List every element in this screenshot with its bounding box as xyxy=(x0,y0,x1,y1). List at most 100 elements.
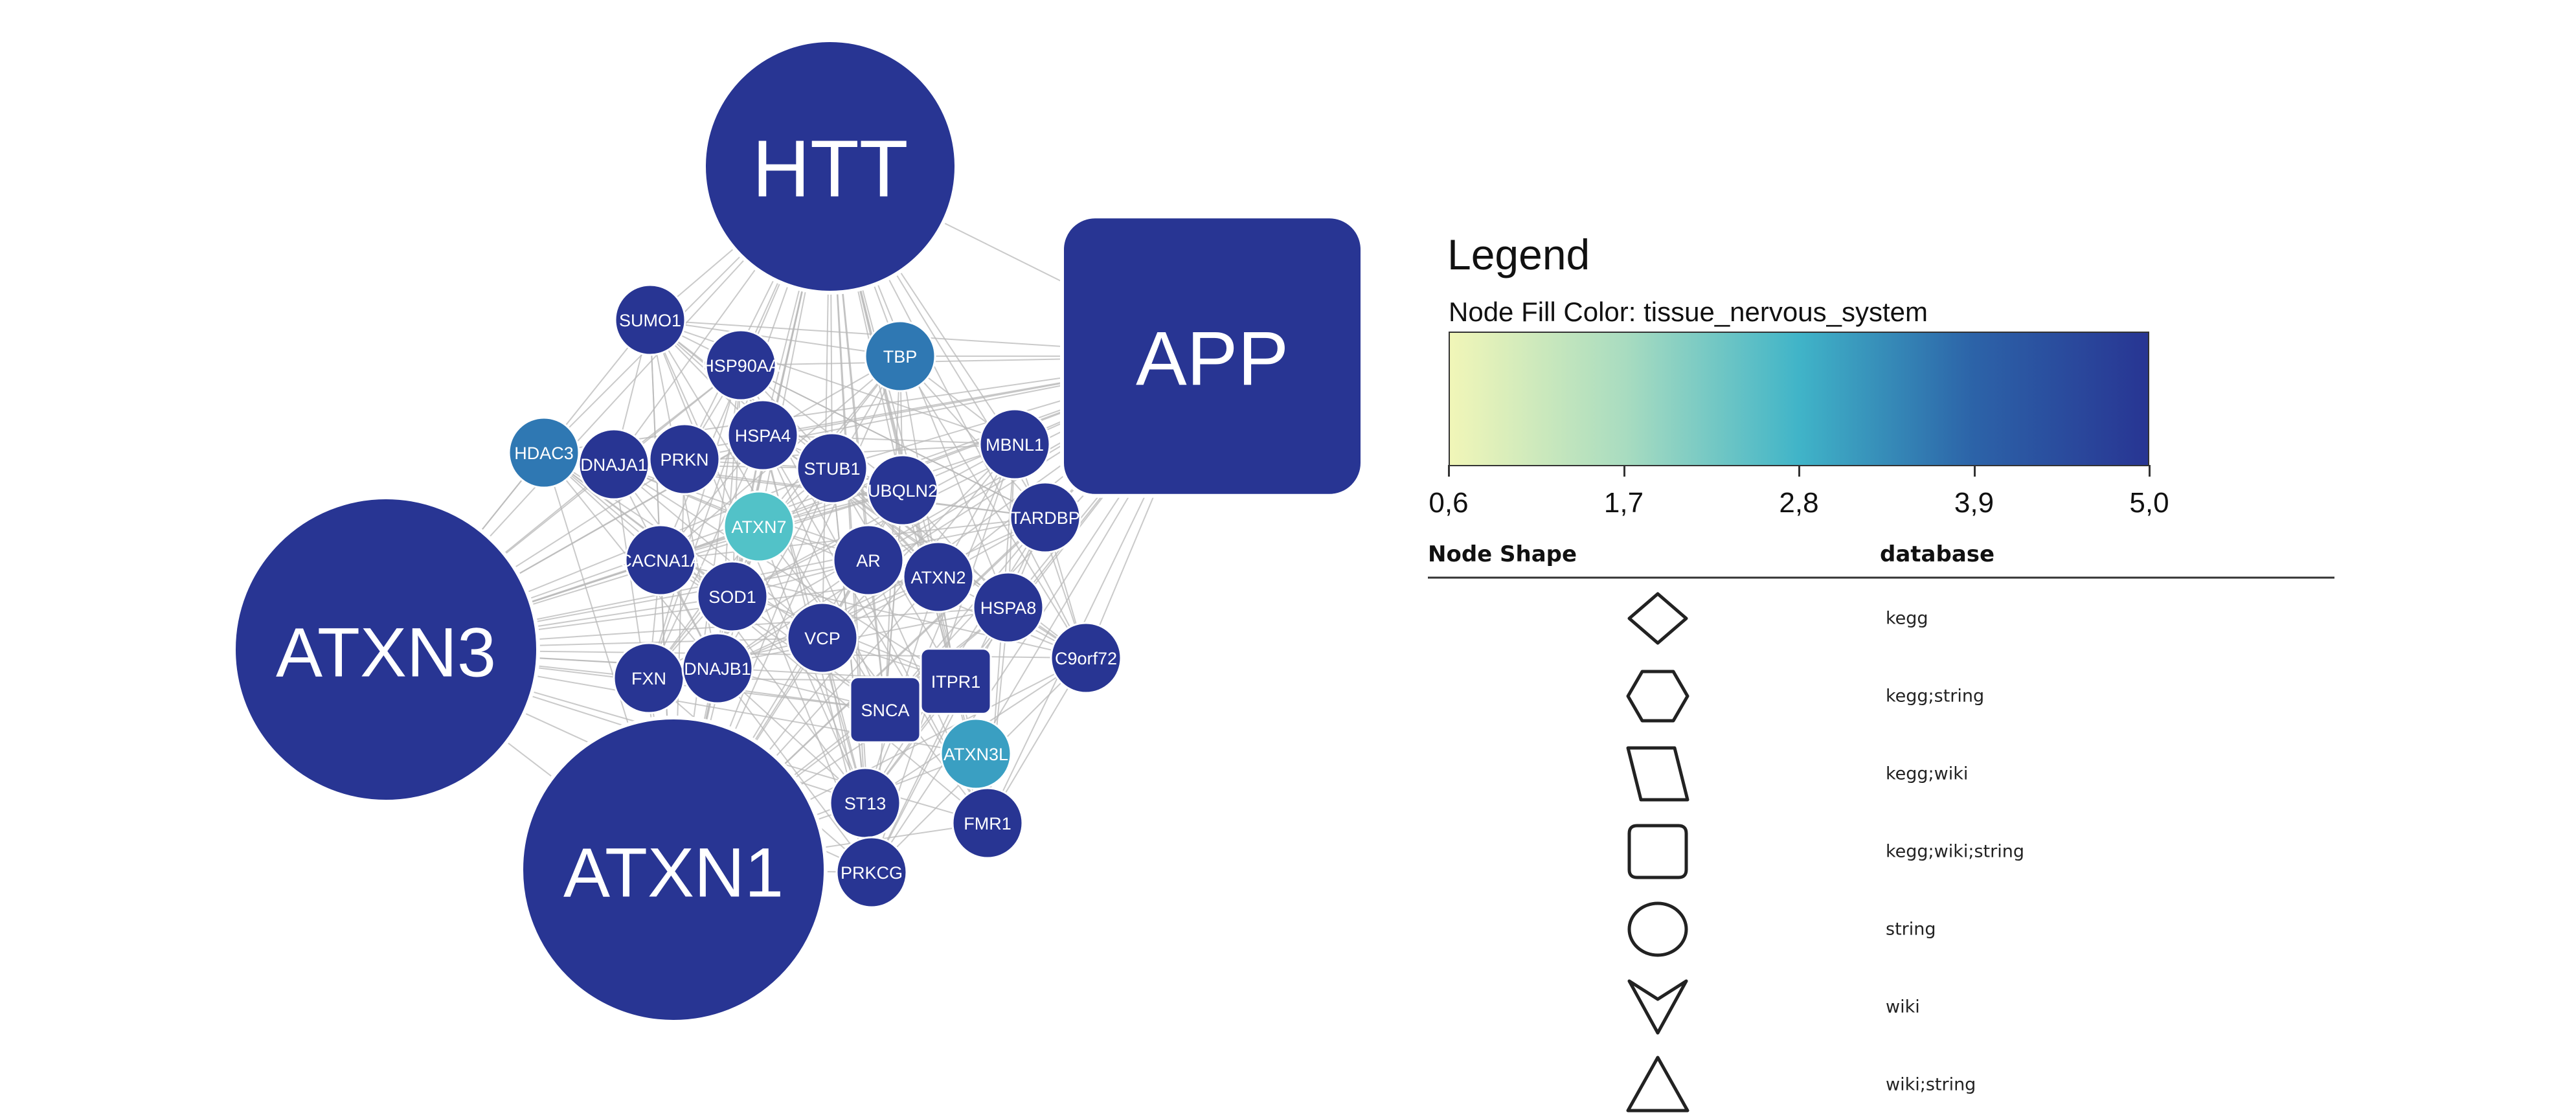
node-shape[interactable] xyxy=(864,320,936,392)
database-header: database xyxy=(1880,541,1995,567)
edge-HSP90AA1-FXN xyxy=(648,365,741,679)
node-label: ST13 xyxy=(844,794,887,813)
node-shape[interactable] xyxy=(1060,214,1364,498)
node-shape[interactable] xyxy=(1050,622,1122,694)
node-prkn[interactable]: PRKN xyxy=(648,423,721,495)
diamond-shape-icon xyxy=(1627,592,1688,645)
node-shape[interactable] xyxy=(727,399,799,471)
node-hdac3[interactable]: HDAC3 xyxy=(508,416,580,489)
edge-HSP90AA1-SOD1 xyxy=(732,365,741,597)
node-fxn[interactable]: FXN xyxy=(613,642,685,714)
node-vcp[interactable]: VCP xyxy=(786,602,859,674)
node-atxn2[interactable]: ATXN2 xyxy=(902,541,975,613)
node-mbnl1[interactable]: MBNL1 xyxy=(978,408,1051,480)
node-shape[interactable] xyxy=(508,416,580,489)
node-snca[interactable]: SNCA xyxy=(849,676,921,743)
node-st13[interactable]: ST13 xyxy=(829,767,901,839)
database-label: kegg xyxy=(1886,608,1928,629)
node-shape[interactable] xyxy=(920,648,992,715)
node-tbp[interactable]: TBP xyxy=(864,320,936,392)
node-label: HSPA8 xyxy=(980,598,1037,618)
node-shape[interactable] xyxy=(786,602,859,674)
node-ubqln2[interactable]: UBQLN2 xyxy=(866,454,939,526)
node-stub1[interactable]: STUB1 xyxy=(796,432,868,504)
color-gradient-bar xyxy=(1449,332,2149,466)
node-label: TARDBP xyxy=(1010,508,1080,528)
node-shape[interactable] xyxy=(866,454,939,526)
node-hspa4[interactable]: HSPA4 xyxy=(727,399,799,471)
node-shape[interactable] xyxy=(723,490,795,563)
node-atxn7[interactable]: ATXN7 xyxy=(723,490,795,563)
edge-HDAC3-FMR1 xyxy=(543,452,988,824)
node-label: MBNL1 xyxy=(986,435,1044,455)
gradient-tick-mark xyxy=(1623,465,1625,477)
node-shape[interactable] xyxy=(232,495,540,804)
gradient-tick-label: 0,6 xyxy=(1429,487,1469,519)
node-shape-header: Node Shape xyxy=(1428,541,1577,567)
node-shape[interactable] xyxy=(951,787,1024,859)
edge-HSPA4-FXN xyxy=(648,435,763,679)
node-atxn3[interactable]: ATXN3 xyxy=(232,495,540,804)
node-shape[interactable] xyxy=(705,329,777,401)
node-label: FXN xyxy=(631,669,666,688)
node-shape[interactable] xyxy=(681,632,754,705)
node-shape[interactable] xyxy=(648,423,721,495)
gradient-tick-label: 2,8 xyxy=(1779,487,1819,519)
node-hspa8[interactable]: HSPA8 xyxy=(972,571,1045,644)
node-shape[interactable] xyxy=(940,718,1012,790)
node-label: HTT xyxy=(752,124,908,214)
edge-STUB1-HSPA8 xyxy=(831,468,1009,608)
node-dnajb1[interactable]: DNAJB1 xyxy=(681,632,754,705)
node-shape[interactable] xyxy=(849,676,921,743)
node-label: ATXN3 xyxy=(276,613,496,692)
edge-SUMO1-MBNL1 xyxy=(650,319,1015,445)
node-shape[interactable] xyxy=(696,560,769,633)
node-fmr1[interactable]: FMR1 xyxy=(951,787,1024,859)
node-sod1[interactable]: SOD1 xyxy=(696,560,769,633)
node-shape[interactable] xyxy=(902,541,975,613)
node-shape[interactable] xyxy=(614,284,686,356)
node-shape[interactable] xyxy=(624,524,697,596)
node-shape[interactable] xyxy=(1009,481,1081,554)
node-c9orf72[interactable]: C9orf72 xyxy=(1050,622,1122,694)
node-shape[interactable] xyxy=(835,836,908,909)
node-htt[interactable]: HTT xyxy=(702,38,958,295)
legend-fill-color-label: Node Fill Color: tissue_nervous_system xyxy=(1449,297,1928,327)
node-shape[interactable] xyxy=(796,432,868,504)
node-shape[interactable] xyxy=(978,408,1051,480)
node-app[interactable]: APP xyxy=(1060,214,1364,498)
node-cacna1a[interactable]: CACNA1A xyxy=(619,524,702,596)
node-atxn1[interactable]: ATXN1 xyxy=(519,716,828,1024)
node-ar[interactable]: AR xyxy=(832,524,905,596)
node-shape[interactable] xyxy=(832,524,905,596)
node-label: PRKCG xyxy=(841,863,903,883)
node-label: VCP xyxy=(804,629,841,648)
node-sumo1[interactable]: SUMO1 xyxy=(614,284,686,356)
node-shape[interactable] xyxy=(702,38,958,295)
node-itpr1[interactable]: ITPR1 xyxy=(920,648,992,715)
node-shape[interactable] xyxy=(578,428,650,501)
gradient-tick-label: 3,9 xyxy=(1954,487,1994,519)
edge-TBP-C9orf72 xyxy=(899,356,1087,659)
gradient-tick-label: 5,0 xyxy=(2129,487,2169,519)
node-label: CACNA1A xyxy=(619,551,702,571)
node-label: AR xyxy=(856,551,881,571)
gradient-tick-mark xyxy=(2149,465,2151,477)
node-label: ITPR1 xyxy=(931,672,981,692)
node-label: TBP xyxy=(883,347,918,367)
node-label: SUMO1 xyxy=(619,311,681,330)
node-prkcg[interactable]: PRKCG xyxy=(835,836,908,909)
node-tardbp[interactable]: TARDBP xyxy=(1009,481,1081,554)
node-shape[interactable] xyxy=(519,716,828,1024)
node-label: HDAC3 xyxy=(514,444,574,463)
node-dnaja1[interactable]: DNAJA1 xyxy=(578,428,650,501)
node-label: APP xyxy=(1136,316,1289,401)
node-hsp90aa1[interactable]: HSP90AA xyxy=(701,329,780,401)
node-atxn3l[interactable]: ATXN3L xyxy=(940,718,1012,790)
ellipse-shape-icon xyxy=(1627,901,1688,957)
edge-DNAJA1-ST13 xyxy=(613,464,866,804)
node-shape[interactable] xyxy=(972,571,1045,644)
node-label: HSP90AA xyxy=(701,356,780,376)
